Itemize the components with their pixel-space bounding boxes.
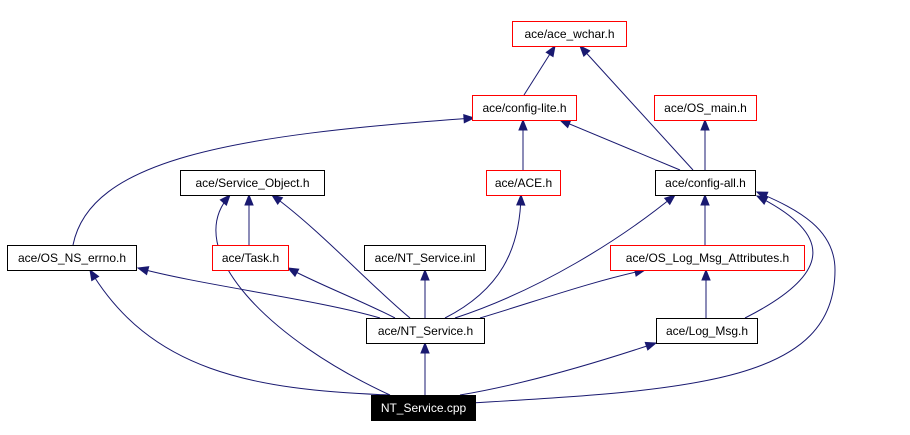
edge-config-all-to-config-lite xyxy=(558,119,681,171)
node-box xyxy=(364,245,486,271)
arrowhead-icon xyxy=(518,118,528,131)
node-ace-h[interactable]: ace/ACE.h xyxy=(486,170,561,196)
node-label: ace/Log_Msg.h xyxy=(666,324,748,338)
edge-nt-service-cpp-to-os-ns-errno xyxy=(89,268,391,396)
node-box xyxy=(371,395,476,421)
edge-nt-service-h-to-service-object xyxy=(270,194,411,319)
edge-nt-service-h-to-os-log-msg-attributes xyxy=(479,267,647,319)
arrowhead-icon xyxy=(700,193,710,206)
edge-task-to-service-object xyxy=(244,193,254,245)
node-box xyxy=(656,318,758,344)
node-task-h[interactable]: ace/Task.h xyxy=(212,245,289,271)
node-nt-service-h[interactable]: ace/NT_Service.h xyxy=(366,318,485,344)
arrowhead-icon xyxy=(89,268,100,282)
arrowhead-icon xyxy=(545,44,556,58)
edge-line xyxy=(89,269,391,396)
edge-nt-service-h-to-ace-ace xyxy=(444,193,526,319)
node-box xyxy=(654,95,757,121)
edge-os-log-msg-attributes-to-config-all xyxy=(700,193,710,245)
arrowhead-icon xyxy=(136,266,150,276)
edge-config-all-to-os-main xyxy=(700,118,710,170)
edge-line xyxy=(454,194,676,319)
node-box xyxy=(655,170,756,196)
node-service-object-h[interactable]: ace/Service_Object.h xyxy=(180,170,325,196)
node-os-main-h[interactable]: ace/OS_main.h xyxy=(654,95,757,121)
edge-nt-service-h-to-os-ns-errno xyxy=(136,266,381,319)
node-label: ace/OS_Log_Msg_Attributes.h xyxy=(626,251,789,265)
node-box xyxy=(472,95,577,121)
node-label: ace/config-lite.h xyxy=(482,101,566,115)
edge-nt-service-cpp-to-config-all xyxy=(469,191,836,404)
node-box xyxy=(610,245,805,271)
edge-line xyxy=(469,191,836,404)
node-box xyxy=(512,21,627,47)
arrowhead-icon xyxy=(219,193,231,207)
node-os-log-msg-attributes-h[interactable]: ace/OS_Log_Msg_Attributes.h xyxy=(610,245,805,271)
edge-line xyxy=(559,119,681,171)
arrowhead-icon xyxy=(644,341,658,351)
node-label: ace/config-all.h xyxy=(665,176,746,190)
node-label: ace/NT_Service.h xyxy=(378,324,473,338)
arrowhead-icon xyxy=(516,193,526,206)
node-label: ace/OS_main.h xyxy=(664,101,747,115)
edge-nt-service-cpp-to-log-msg xyxy=(459,341,658,396)
arrowhead-icon xyxy=(700,118,710,131)
edge-line xyxy=(479,269,646,319)
arrowhead-icon xyxy=(755,191,769,201)
node-box xyxy=(366,318,485,344)
nodes-layer: ace/ace_wchar.h ace/config-lite.h ace/OS… xyxy=(7,21,805,421)
edges-layer xyxy=(72,44,836,404)
edge-log-msg-to-os-log-msg-attributes xyxy=(701,268,711,318)
edge-os-ns-errno-to-config-lite xyxy=(72,114,476,246)
edge-line xyxy=(459,342,657,396)
edge-line xyxy=(72,117,475,246)
arrowhead-icon xyxy=(463,114,476,124)
node-nt-service-inl[interactable]: ace/NT_Service.inl xyxy=(364,245,486,271)
edge-config-lite-to-ace-wchar xyxy=(523,44,556,96)
arrowhead-icon xyxy=(558,119,572,129)
edge-line xyxy=(271,194,411,319)
node-label: NT_Service.cpp xyxy=(381,401,467,415)
arrowhead-icon xyxy=(420,268,430,281)
edge-nt-service-cpp-to-nt-service-h xyxy=(420,341,430,395)
node-config-lite-h[interactable]: ace/config-lite.h xyxy=(472,95,577,121)
edge-line xyxy=(579,45,694,171)
edge-nt-service-cpp-to-service-object xyxy=(215,193,391,396)
node-nt-service-cpp-root: NT_Service.cpp xyxy=(371,395,476,421)
arrowhead-icon xyxy=(663,194,677,206)
node-box xyxy=(180,170,325,196)
arrowhead-icon xyxy=(579,45,591,57)
node-box xyxy=(212,245,289,271)
node-config-all-h[interactable]: ace/config-all.h xyxy=(655,170,756,196)
edge-nt-service-h-to-nt-service-inl xyxy=(420,268,430,318)
edge-line xyxy=(287,267,396,319)
arrowhead-icon xyxy=(420,341,430,354)
node-ace-wchar-h[interactable]: ace/ace_wchar.h xyxy=(512,21,627,47)
node-label: ace/ace_wchar.h xyxy=(524,27,614,41)
edge-line xyxy=(137,267,381,319)
node-box xyxy=(486,170,561,196)
arrowhead-icon xyxy=(270,194,284,206)
edge-config-all-to-ace-wchar xyxy=(579,45,694,171)
edge-nt-service-h-to-config-all xyxy=(454,194,677,319)
edge-nt-service-h-to-task xyxy=(286,267,396,319)
node-log-msg-h[interactable]: ace/Log_Msg.h xyxy=(656,318,758,344)
node-label: ace/ACE.h xyxy=(495,176,552,190)
node-label: ace/NT_Service.inl xyxy=(375,251,476,265)
node-label: ace/Service_Object.h xyxy=(195,176,309,190)
arrowhead-icon xyxy=(286,267,300,278)
edge-line xyxy=(744,195,814,319)
edge-line xyxy=(444,194,522,319)
edge-ace-ace-to-config-lite xyxy=(518,118,528,170)
node-label: ace/Task.h xyxy=(222,251,279,265)
node-label: ace/OS_NS_errno.h xyxy=(18,251,126,265)
node-box xyxy=(7,245,137,271)
arrowhead-icon xyxy=(244,193,254,206)
node-os-ns-errno-h[interactable]: ace/OS_NS_errno.h xyxy=(7,245,137,271)
edge-line xyxy=(215,194,391,396)
arrowhead-icon xyxy=(701,268,711,281)
